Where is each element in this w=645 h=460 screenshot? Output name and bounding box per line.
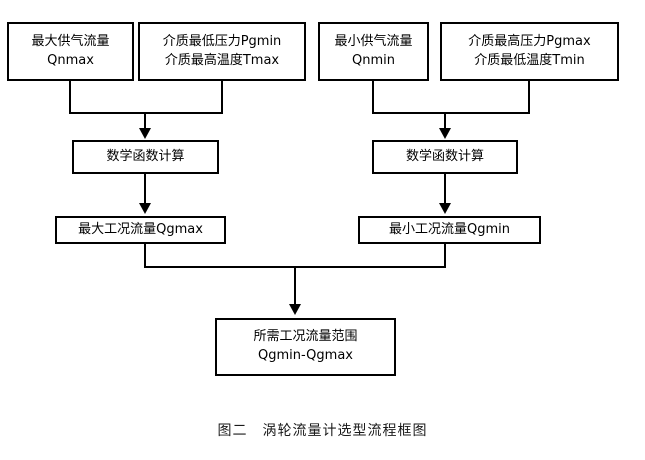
node-qnmin-line2: Qnmin bbox=[352, 52, 395, 68]
node-final-line2: Qgmin-Qgmax bbox=[258, 348, 353, 363]
node-pgmax-line1: 介质最高压力Pgmax bbox=[468, 33, 591, 49]
arrowhead-calcleft-to-qgmax bbox=[139, 203, 151, 214]
connector-qnmin-drop bbox=[372, 81, 374, 114]
node-qgmin-label: 最小工况流量Qgmin bbox=[389, 221, 510, 237]
arrowhead-calcright-to-qgmin bbox=[439, 203, 451, 214]
node-qgmax: 最大工况流量Qgmax bbox=[55, 216, 226, 244]
figure-caption: 图二 涡轮流量计选型流程框图 bbox=[217, 423, 428, 439]
connector-calcright-to-qgmin bbox=[444, 174, 446, 204]
node-calc-left-label: 数学函数计算 bbox=[106, 148, 185, 164]
arrowhead-to-final bbox=[289, 304, 301, 315]
connector-left-merge-stem bbox=[144, 112, 146, 130]
connector-pgmin-drop bbox=[221, 81, 223, 114]
node-qnmax: 最大供气流量 Qnmax bbox=[7, 22, 134, 81]
node-qnmin: 最小供气流量 Qnmin bbox=[318, 22, 429, 81]
node-qnmax-line2: Qnmax bbox=[47, 52, 94, 68]
connector-left-merge-bar bbox=[69, 112, 223, 114]
connector-qgmin-drop bbox=[444, 244, 446, 268]
node-pgmin-tmax: 介质最低压力Pgmin 介质最高温度Tmax bbox=[138, 22, 306, 81]
node-qnmin-line1: 最小供气流量 bbox=[334, 33, 413, 49]
node-pgmin-line1: 介质最低压力Pgmin bbox=[162, 33, 282, 49]
connector-right-merge-bar bbox=[372, 112, 530, 114]
node-calc-right-label: 数学函数计算 bbox=[405, 148, 484, 164]
node-pgmin-line2: 介质最高温度Tmax bbox=[164, 52, 280, 68]
node-calc-right: 数学函数计算 bbox=[372, 140, 518, 174]
arrowhead-right-to-calc bbox=[439, 128, 451, 139]
connector-qnmax-drop bbox=[69, 81, 71, 114]
connector-qgmax-drop bbox=[144, 244, 146, 268]
connector-bottom-merge-stem bbox=[294, 266, 296, 306]
node-final-line1: 所需工况流量范围 bbox=[253, 329, 358, 345]
node-qgmin: 最小工况流量Qgmin bbox=[358, 216, 541, 244]
arrowhead-left-to-calc bbox=[139, 128, 151, 139]
connector-pgmax-drop bbox=[528, 81, 530, 114]
node-final-range: 所需工况流量范围 Qgmin-Qgmax bbox=[215, 318, 396, 376]
node-calc-left: 数学函数计算 bbox=[72, 140, 219, 174]
node-qnmax-line1: 最大供气流量 bbox=[31, 33, 110, 49]
connector-right-merge-stem bbox=[444, 112, 446, 130]
node-qgmax-label: 最大工况流量Qgmax bbox=[78, 221, 203, 237]
node-pgmax-line2: 介质最低温度Tmin bbox=[474, 52, 585, 68]
node-pgmax-tmin: 介质最高压力Pgmax 介质最低温度Tmin bbox=[440, 22, 619, 81]
connector-calcleft-to-qgmax bbox=[144, 174, 146, 204]
